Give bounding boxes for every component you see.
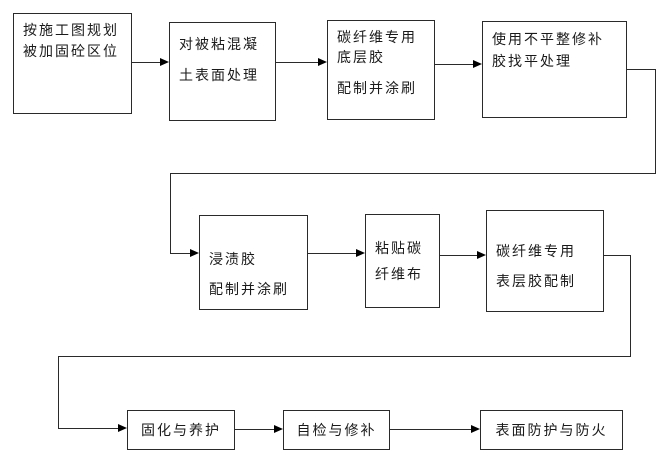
flow-box-text: 配制并涂刷 — [337, 80, 417, 96]
arrow-head-icon — [318, 58, 327, 66]
flow-box-text: 对被粘混凝 — [179, 36, 259, 52]
flow-box-text: 土表面处理 — [179, 67, 259, 83]
connector-7-8-seg-right — [604, 255, 630, 256]
flow-box-text: 固化与养护 — [141, 422, 221, 438]
flow-box-step-4: 使用不平整修补 胶找平处理 — [482, 21, 627, 118]
arrow-head-icon — [274, 425, 283, 433]
arrow-head-icon — [190, 249, 199, 257]
flow-box-text: 表层胶配制 — [496, 273, 576, 289]
arrow-head-icon — [477, 251, 486, 259]
flow-box-text: 使用不平整修补 — [492, 31, 604, 47]
arrow-head-icon — [160, 58, 169, 66]
flow-box-text: 浸渍胶 — [209, 251, 257, 267]
arrow-head-icon — [356, 249, 365, 257]
arrow-line-9-10 — [390, 429, 473, 430]
flow-box-step-3: 碳纤维专用 底层胶 配制并涂刷 — [327, 20, 435, 120]
flow-box-step-9: 自检与修补 — [283, 410, 390, 450]
flow-box-step-1: 按施工图规划 被加固砼区位 — [13, 13, 132, 114]
arrow-head-icon — [471, 425, 480, 433]
flow-box-text: 底层胶 — [337, 49, 385, 65]
arrow-line-8-9 — [235, 429, 276, 430]
flow-box-text: 碳纤维专用 — [337, 29, 417, 45]
flow-box-step-6: 粘贴碳 纤维布 — [365, 214, 440, 308]
flow-box-text: 自检与修补 — [296, 422, 377, 438]
flow-box-text: 碳纤维专用 — [496, 243, 576, 259]
flow-box-step-8: 固化与养护 — [127, 410, 235, 450]
arrow-line-3-4 — [435, 64, 475, 65]
connector-4-5-seg-down2 — [170, 173, 171, 253]
flow-box-text: 表面防护与防火 — [495, 422, 608, 438]
connector-4-5-seg-right — [627, 69, 655, 70]
connector-7-8-seg-down2 — [58, 356, 59, 428]
arrow-head-icon — [118, 424, 127, 432]
arrow-line-6-7 — [440, 255, 480, 256]
connector-7-8-seg-down — [630, 255, 631, 357]
flow-box-step-10: 表面防护与防火 — [480, 410, 623, 450]
arrow-line-5-6 — [308, 253, 358, 254]
connector-4-5-seg-across — [170, 173, 656, 174]
flow-box-text: 粘贴碳 — [375, 240, 423, 256]
flow-box-step-7: 碳纤维专用 表层胶配制 — [486, 210, 604, 312]
connector-7-8-seg-across — [58, 356, 631, 357]
arrow-line-1-2 — [132, 62, 162, 63]
flow-box-text: 胶找平处理 — [492, 53, 572, 69]
flow-box-step-5: 浸渍胶 配制并涂刷 — [199, 215, 308, 310]
arrow-head-icon — [473, 60, 482, 68]
flow-box-text: 配制并涂刷 — [209, 281, 289, 297]
flow-box-text: 按施工图规划 — [23, 22, 119, 38]
connector-4-5-seg-into — [170, 253, 192, 254]
connector-4-5-seg-down — [655, 69, 656, 173]
flow-box-text: 被加固砼区位 — [23, 43, 119, 59]
arrow-line-2-3 — [276, 62, 320, 63]
flow-box-text: 纤维布 — [375, 266, 423, 282]
connector-7-8-seg-into — [58, 428, 120, 429]
flow-box-step-2: 对被粘混凝 土表面处理 — [169, 22, 276, 121]
